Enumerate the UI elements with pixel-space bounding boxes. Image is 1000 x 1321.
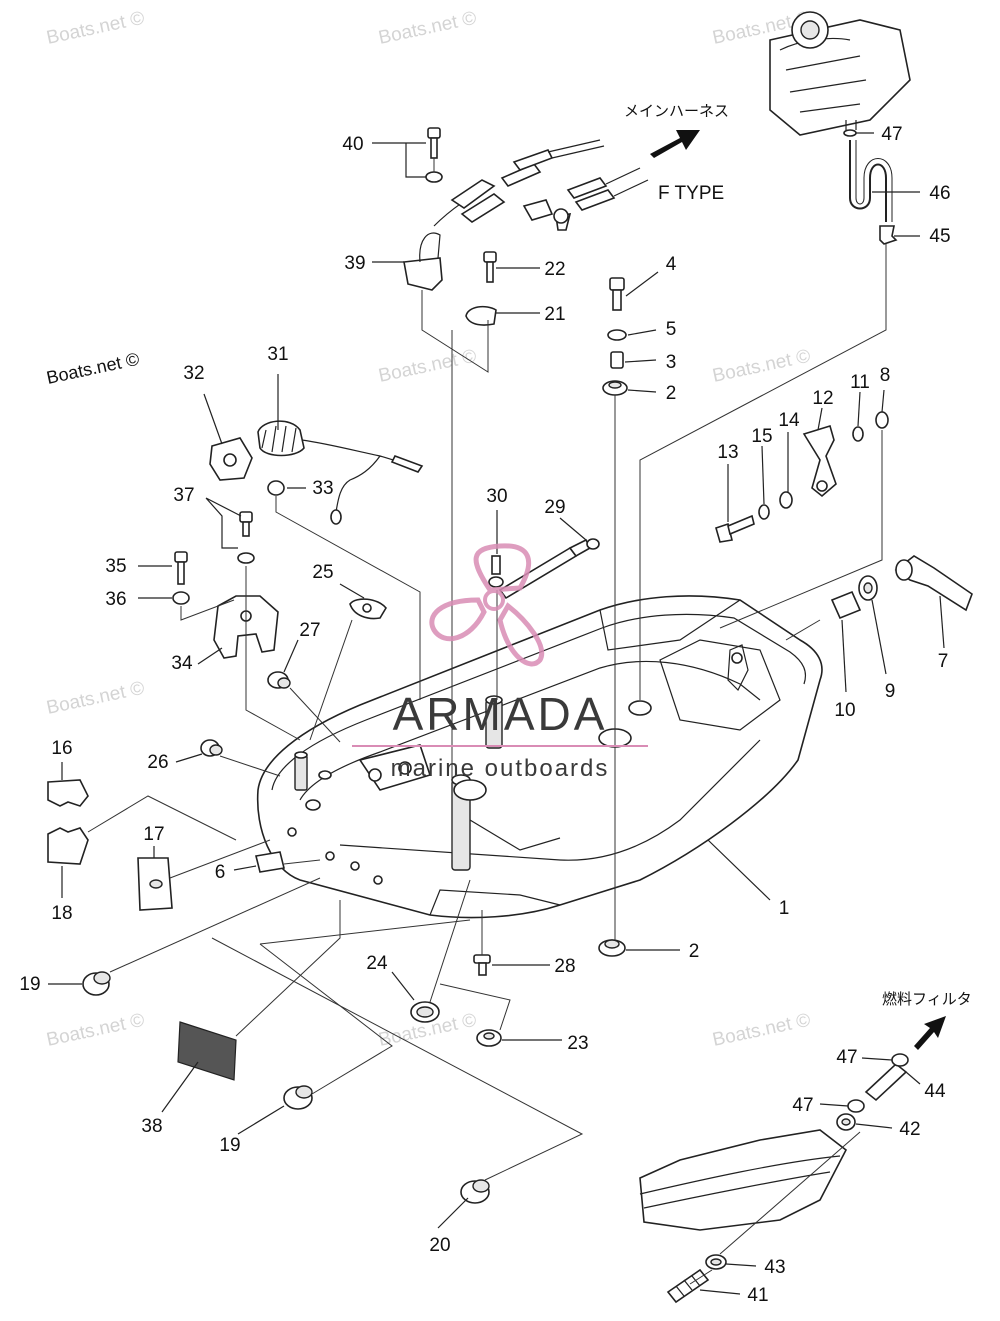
callout-8: 8 — [880, 365, 891, 386]
callout-32: 32 — [183, 363, 204, 384]
callout-1: 1 — [779, 898, 790, 919]
callout-45: 45 — [929, 226, 950, 247]
callout-38: 38 — [141, 1116, 162, 1137]
watermark-text: Boats.net © — [377, 346, 479, 387]
callout-12: 12 — [812, 388, 833, 409]
copyright-mark: Boats.net © — [45, 349, 141, 388]
callout-47: 47 — [881, 124, 902, 145]
small-parts — [47, 11, 973, 1304]
callout-3: 3 — [666, 352, 677, 373]
brand-tagline: marine outboards — [391, 755, 610, 782]
callout-40: 40 — [342, 134, 363, 155]
callout-44: 44 — [924, 1081, 946, 1102]
callout-31: 31 — [267, 344, 288, 365]
callout-24: 24 — [366, 953, 388, 974]
watermark-text: Boats.net © — [711, 346, 813, 387]
callout-34: 34 — [171, 653, 193, 674]
callout-20: 20 — [429, 1235, 450, 1256]
callout-39: 39 — [344, 253, 365, 274]
callout-47: 47 — [836, 1047, 857, 1068]
callout-23: 23 — [567, 1033, 588, 1054]
watermark-text: Boats.net © — [45, 678, 147, 719]
callout-43: 43 — [764, 1257, 785, 1278]
callout-13: 13 — [717, 442, 738, 463]
callout-4: 4 — [666, 254, 677, 275]
f-type-label: F TYPE — [658, 183, 724, 204]
callout-18: 18 — [51, 903, 72, 924]
bottom-cowling — [256, 595, 823, 919]
watermark-text: Boats.net © — [45, 8, 147, 49]
callout-15: 15 — [751, 426, 772, 447]
watermark-text: Boats.net © — [45, 1010, 147, 1051]
callout-46: 46 — [929, 183, 950, 204]
callout-21: 21 — [544, 304, 565, 325]
callout-17: 17 — [143, 824, 164, 845]
propeller-logo — [429, 543, 545, 667]
callout-5: 5 — [666, 319, 677, 340]
callout-35: 35 — [105, 556, 126, 577]
callout-37: 37 — [173, 485, 194, 506]
fuel-filter-arrow — [914, 1016, 946, 1050]
callout-19: 19 — [19, 974, 40, 995]
callout-2: 2 — [689, 941, 700, 962]
callout-30: 30 — [486, 486, 507, 507]
assembly-lines — [87, 158, 887, 1285]
main-harness-arrow — [650, 130, 700, 158]
callout-10: 10 — [834, 700, 855, 721]
callout-28: 28 — [554, 956, 575, 977]
brand-name: ARMADA — [393, 688, 608, 740]
callout-2: 2 — [666, 383, 677, 404]
callout-29: 29 — [544, 497, 565, 518]
callout-22: 22 — [544, 259, 565, 280]
callout-25: 25 — [312, 562, 333, 583]
callout-33: 33 — [312, 478, 333, 499]
watermark-text: Boats.net © — [711, 1010, 813, 1051]
callout-11: 11 — [850, 372, 870, 393]
callout-41: 41 — [747, 1285, 768, 1306]
direction-arrows — [650, 130, 946, 1050]
callout-7: 7 — [938, 651, 949, 672]
watermark-text: Boats.net © — [377, 8, 479, 49]
callout-9: 9 — [885, 681, 896, 702]
brand-overlay: ARMADA marine outboards — [352, 543, 648, 782]
callout-27: 27 — [299, 620, 320, 641]
fuel-filter-label: 燃料フィルタ — [882, 990, 972, 1008]
callout-26: 26 — [147, 752, 168, 773]
callout-36: 36 — [105, 589, 126, 610]
callout-16: 16 — [51, 738, 72, 759]
leader-lines — [48, 132, 945, 1295]
callout-labels: 1 2 2 3 4 5 6 7 8 9 10 11 12 13 14 15 16… — [19, 124, 950, 1306]
callout-47: 47 — [792, 1095, 813, 1116]
callout-6: 6 — [215, 862, 226, 883]
callout-42: 42 — [899, 1119, 920, 1140]
callout-19: 19 — [219, 1135, 240, 1156]
callout-14: 14 — [778, 410, 800, 431]
main-harness-label: メインハーネス — [624, 102, 729, 120]
